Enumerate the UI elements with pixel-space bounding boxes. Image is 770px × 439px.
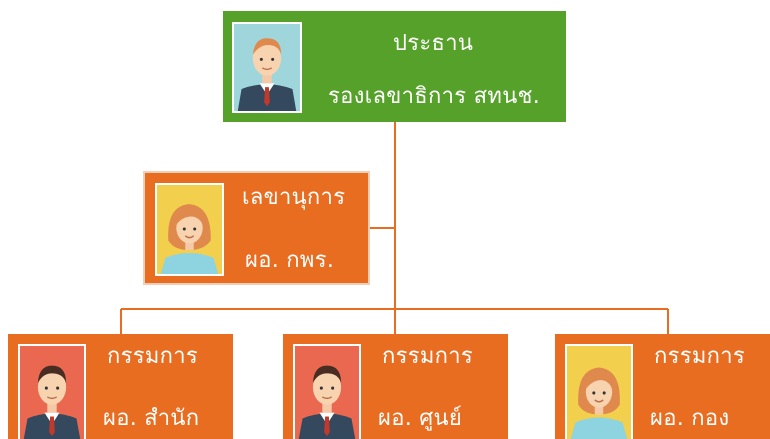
male-avatar-icon (232, 22, 302, 113)
member-position: ผอ. สำนัก (103, 406, 200, 431)
member-node-1: กรรมการ ผอ. สำนัก (8, 334, 233, 439)
male-avatar-icon (18, 344, 86, 439)
female-avatar-icon (155, 183, 224, 276)
member-title: กรรมการ (382, 344, 474, 369)
member-node-3: กรรมการ ผอ. กอง (555, 334, 770, 439)
female-avatar-icon (565, 344, 633, 439)
chair-title: ประธาน (393, 31, 474, 56)
chair-position: รองเลขาธิการ สทนช. (328, 84, 541, 109)
member-title: กรรมการ (654, 344, 746, 369)
secretary-node: เลขานุการ ผอ. กพร. (143, 171, 370, 285)
secretary-position: ผอ. กพร. (245, 248, 335, 273)
male-avatar-icon (293, 344, 361, 439)
member-title: กรรมการ (107, 344, 199, 369)
chair-node: ประธาน รองเลขาธิการ สทนช. (223, 11, 566, 122)
member-position: ผอ. กอง (650, 406, 730, 431)
secretary-title: เลขานุการ (242, 185, 346, 210)
member-position: ผอ. ศูนย์ (378, 406, 463, 431)
member-node-2: กรรมการ ผอ. ศูนย์ (283, 334, 508, 439)
